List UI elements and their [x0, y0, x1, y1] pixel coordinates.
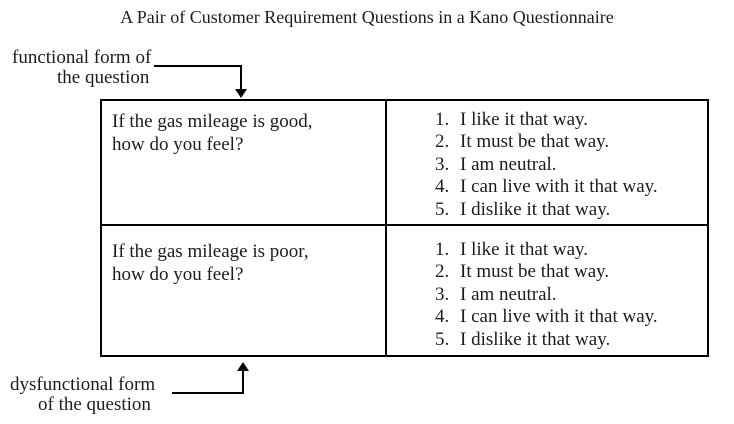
option-text: I can live with it that way. — [460, 306, 658, 328]
option-text: I am neutral. — [460, 153, 557, 175]
option-item: 5. I dislike it that way. — [435, 199, 707, 221]
option-item: 4. I can live with it that way. — [435, 176, 707, 198]
question-text-line1: If the gas mileage is good, — [112, 111, 313, 132]
option-number: 1. — [435, 109, 450, 130]
dysfunctional-arrow-vertical-line — [242, 371, 244, 393]
option-number: 4. — [435, 306, 450, 328]
option-text: I dislike it that way. — [460, 198, 611, 220]
option-number: 1. — [435, 239, 450, 260]
options-cell-functional: 1. I like it that way. 2. It must be tha… — [387, 101, 707, 226]
option-item: 3. I am neutral. — [435, 154, 707, 176]
functional-form-label-line1: functional form of — [12, 47, 152, 68]
option-number: 3. — [435, 153, 450, 175]
functional-arrow-horizontal-line — [154, 65, 242, 67]
option-number: 5. — [435, 198, 450, 220]
dysfunctional-form-label: dysfunctional form of the question — [10, 375, 155, 415]
option-number: 3. — [435, 283, 450, 305]
option-text: I like it that way. — [460, 109, 589, 130]
kano-table: If the gas mileage is good, how do you f… — [100, 99, 709, 357]
question-text-line2: how do you feel? — [112, 264, 244, 285]
arrow-down-icon — [235, 89, 247, 98]
dysfunctional-arrow-horizontal-line — [172, 392, 244, 394]
option-item: 1. I like it that way. — [435, 109, 707, 131]
option-text: I like it that way. — [460, 239, 589, 260]
functional-arrow-vertical-line — [240, 65, 242, 90]
functional-form-label: functional form of the question — [12, 48, 151, 88]
option-item: 3. I am neutral. — [435, 284, 707, 306]
dysfunctional-form-label-line1: dysfunctional form — [10, 374, 156, 395]
question-text-line1: If the gas mileage is poor, — [112, 241, 309, 262]
option-number: 2. — [435, 261, 450, 283]
option-number: 2. — [435, 131, 450, 153]
option-text: I am neutral. — [460, 283, 557, 305]
option-item: 1. I like it that way. — [435, 239, 707, 261]
option-text: It must be that way. — [460, 261, 610, 283]
option-number: 5. — [435, 328, 450, 350]
option-item: 2. It must be that way. — [435, 261, 707, 283]
option-item: 2. It must be that way. — [435, 131, 707, 153]
option-text: It must be that way. — [460, 131, 610, 153]
option-number: 4. — [435, 176, 450, 198]
option-item: 4. I can live with it that way. — [435, 306, 707, 328]
option-item: 5. I dislike it that way. — [435, 329, 707, 351]
functional-form-label-line2: the question — [57, 67, 150, 88]
figure-title: A Pair of Customer Requirement Questions… — [120, 7, 614, 27]
option-text: I dislike it that way. — [460, 328, 611, 350]
question-cell-functional: If the gas mileage is good, how do you f… — [102, 101, 387, 226]
arrow-up-icon — [237, 362, 249, 371]
option-text: I can live with it that way. — [460, 176, 658, 198]
question-text-line2: how do you feel? — [112, 134, 244, 155]
question-cell-dysfunctional: If the gas mileage is poor, how do you f… — [102, 226, 387, 355]
options-cell-dysfunctional: 1. I like it that way. 2. It must be tha… — [387, 226, 707, 355]
dysfunctional-form-label-line2: of the question — [38, 394, 151, 415]
